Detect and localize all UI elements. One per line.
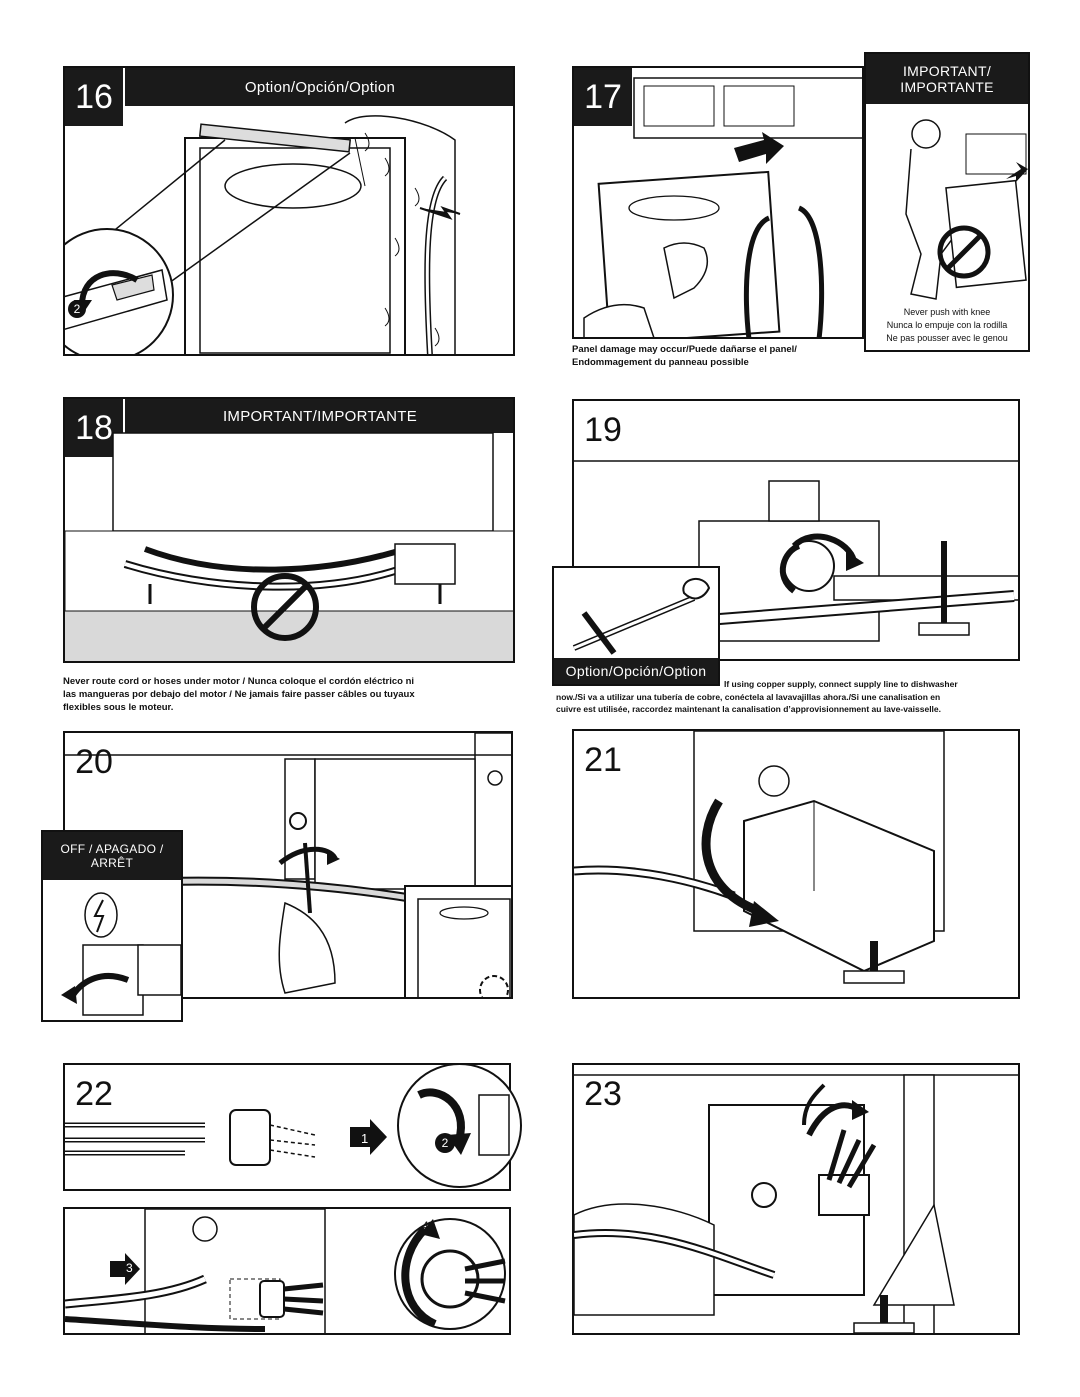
step-number: 17 xyxy=(574,68,632,126)
callout-number: 2 xyxy=(68,300,86,318)
step-number: 21 xyxy=(574,731,632,789)
breaker-switch-illustration xyxy=(61,892,181,1016)
step-18-panel: 18 IMPORTANT/IMPORTANTE xyxy=(63,397,515,663)
callout-number: 3 xyxy=(126,1261,133,1275)
connector-install-illustration xyxy=(65,1209,506,1333)
caption-line: cuivre est utilisée, raccordez maintenan… xyxy=(556,704,942,714)
caption-line: Endommagement du panneau possible xyxy=(572,357,749,368)
step-17-panel: 17 xyxy=(572,66,864,339)
wire-connection-illustration xyxy=(574,1074,1018,1333)
power-off-inset: OFF / APAGADO / ARRÊT xyxy=(41,830,183,1022)
step-17-warning-panel: IMPORTANT/ IMPORTANTE Never push with kn… xyxy=(864,52,1030,352)
wrench-icon xyxy=(572,578,711,655)
step-22b-panel: 3 4 xyxy=(63,1207,511,1335)
step-16-panel: 16 Option/Opción/Option 2 xyxy=(63,66,515,356)
important-banner: IMPORTANT/IMPORTANTE xyxy=(125,399,513,433)
caption-line: If using copper supply, connect supply l… xyxy=(724,679,958,689)
caption-line: flexibles sous le moteur. xyxy=(63,702,174,713)
dishwasher-illustration xyxy=(104,115,461,354)
caption-line: las mangueras por debajo del motor / Ne … xyxy=(63,689,415,700)
knee-warning-en: Never push with knee xyxy=(903,307,991,317)
off-line-1: OFF / APAGADO / xyxy=(60,842,164,856)
dishwasher-inset xyxy=(404,885,511,997)
important-banner: IMPORTANT/ IMPORTANTE xyxy=(866,54,1028,104)
step-19-caption: If using copper supply, connect supply l… xyxy=(556,678,1036,716)
knee-push-illustration xyxy=(905,119,1028,300)
connector-illustration xyxy=(65,1109,387,1166)
option-label: Option/Opción/Option xyxy=(554,658,718,684)
rotate-arrow-icon xyxy=(417,1088,510,1156)
dishwasher-front-icon xyxy=(417,898,511,997)
callout-number: 1 xyxy=(361,1131,369,1146)
caption-line: now./Si va a utilizar una tubería de cob… xyxy=(556,691,941,702)
caption-line: Panel damage may occur/Puede dañarse el … xyxy=(572,344,797,355)
callout-number: 2 xyxy=(435,1133,455,1153)
step-19-panel: 19 xyxy=(572,399,1020,661)
step-number: 20 xyxy=(65,733,123,791)
wrench-inset: Option/Opción/Option xyxy=(552,566,720,686)
step-number: 16 xyxy=(65,68,123,126)
step-number: 19 xyxy=(574,401,632,459)
junction-box-illustration xyxy=(65,733,511,997)
knee-warning-text: Never push with knee Nunca lo empuje con… xyxy=(866,306,1028,345)
step-22-detail-circle: 2 xyxy=(397,1063,522,1188)
lightning-icon xyxy=(93,899,105,933)
clip-detail-illustration xyxy=(65,269,168,330)
push-dishwasher-illustration xyxy=(583,77,862,337)
step-21-panel: 21 xyxy=(572,729,1020,999)
caption-line: Never route cord or hoses under motor / … xyxy=(63,676,415,687)
important-line-1: IMPORTANT/ xyxy=(902,63,992,79)
knee-warning-fr: Ne pas pousser avec le genou xyxy=(886,333,1008,343)
option-banner: Option/Opción/Option xyxy=(125,68,513,106)
off-line-2: ARRÊT xyxy=(90,856,134,870)
no-symbol-icon xyxy=(251,573,319,641)
no-symbol-icon xyxy=(937,225,991,279)
step-17-caption: Panel damage may occur/Puede dañarse el … xyxy=(572,343,872,369)
important-line-2: IMPORTANTE xyxy=(900,79,994,95)
detail-circle: 2 xyxy=(65,228,174,354)
step-number: 22 xyxy=(65,1065,123,1123)
step-18-caption: Never route cord or hoses under motor / … xyxy=(63,675,523,714)
junction-cover-illustration xyxy=(574,731,945,984)
off-banner: OFF / APAGADO / ARRÊT xyxy=(43,832,181,880)
callout-number: 4 xyxy=(422,1219,429,1233)
knee-warning-es: Nunca lo empuje con la rodilla xyxy=(886,320,1008,330)
water-valve-illustration xyxy=(574,460,1018,642)
step-23-panel: 23 xyxy=(572,1063,1020,1335)
motor-illustration xyxy=(65,432,513,661)
